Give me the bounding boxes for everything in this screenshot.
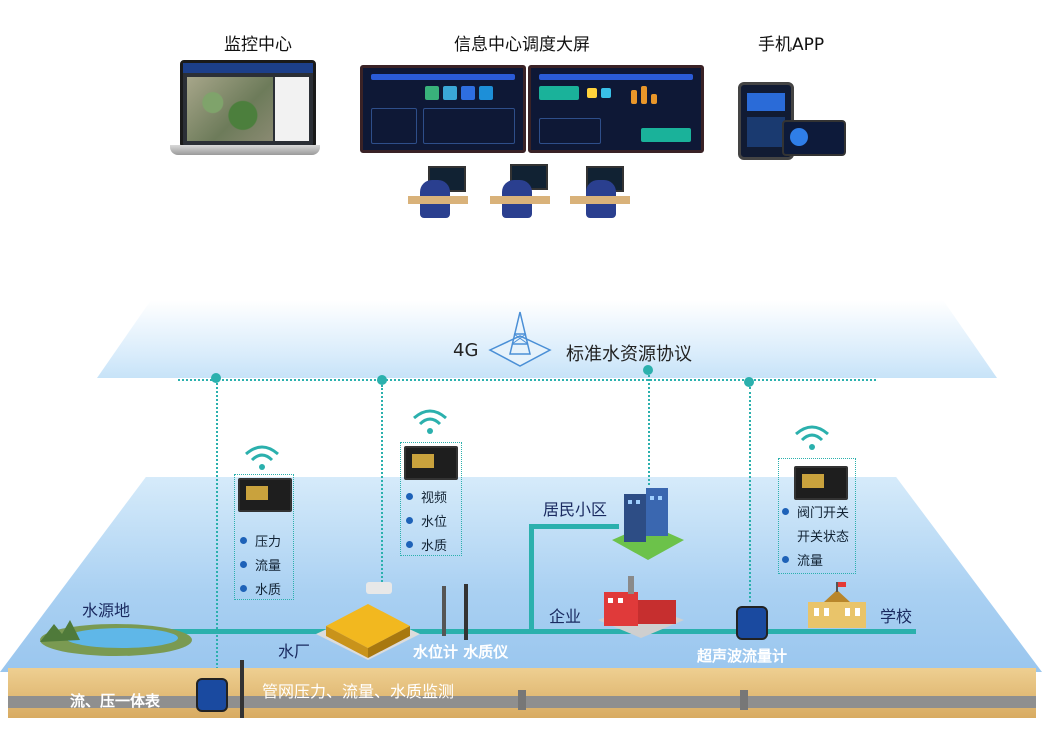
branch-pipeline: [529, 524, 534, 632]
network-layer: [97, 300, 997, 378]
mobile-app-title: 手机APP: [758, 35, 825, 55]
water-plant-label: 水厂: [278, 642, 311, 661]
desk: [570, 196, 630, 204]
main-pipeline: [110, 629, 916, 634]
rtu-device-icon: [404, 446, 458, 480]
list-item: 水质: [240, 576, 281, 600]
ultrasonic-label: 超声波流量计: [697, 647, 788, 665]
integrated-meter-icon: [196, 678, 228, 712]
device-left-list: 压力 流量 水质: [240, 528, 281, 600]
signal-tower-icon: [488, 311, 552, 367]
list-item: 流量: [782, 548, 849, 570]
water-plant-building-icon: [316, 582, 420, 660]
device-right-list: 阀门开关 开关状态 流量: [782, 500, 849, 570]
residential-building-icon: [612, 488, 684, 560]
connector-line: [216, 383, 218, 673]
dispatch-screen-right: [528, 65, 704, 153]
list-item: 流量: [240, 552, 281, 576]
quality-sensor-icon: [464, 584, 468, 640]
device-box-middle: [400, 442, 462, 556]
level-gauge-icon: [442, 586, 446, 636]
list-item: 视频: [406, 484, 447, 508]
device-middle-list: 视频 水位 水质: [406, 484, 447, 556]
list-item: 压力: [240, 528, 281, 552]
integrated-meter-label: 流、压一体表: [70, 692, 161, 710]
connector-line: [381, 385, 383, 585]
pipe-joint: [518, 690, 526, 710]
network-node: [377, 375, 387, 385]
laptop-base: [170, 145, 320, 155]
dispatch-screen-left: [360, 65, 526, 153]
list-item: 水位: [406, 508, 447, 532]
level-quality-label: 水位计 水质仪: [413, 643, 509, 661]
wifi-icon: [413, 409, 447, 434]
wifi-icon: [795, 425, 829, 450]
connector-line: [749, 387, 751, 602]
list-item: 水质: [406, 532, 447, 556]
network-protocol-label: 标准水资源协议: [566, 344, 692, 365]
school-label: 学校: [880, 607, 913, 626]
phone-landscape: [782, 120, 846, 156]
network-bus-line: [178, 379, 876, 381]
ultrasonic-meter-icon: [736, 606, 768, 640]
laptop-screen: [180, 60, 316, 148]
lake-icon: [40, 620, 192, 656]
residential-label: 居民小区: [543, 500, 608, 519]
network-node: [744, 377, 754, 387]
data-panel: [275, 77, 309, 141]
pipe-monitor-label: 管网压力、流量、水质监测: [262, 682, 455, 701]
pipe-joint: [740, 690, 748, 710]
desk: [408, 196, 468, 204]
wifi-icon: [245, 445, 279, 470]
network-node: [211, 373, 221, 383]
monitor-center-title: 监控中心: [224, 35, 292, 55]
list-item: 开关状态: [797, 529, 850, 545]
school-building-icon: [808, 582, 866, 628]
desk: [490, 196, 550, 204]
pipe-sensor-icon: [240, 660, 244, 718]
device-box-right: [778, 458, 856, 574]
map-view: [187, 77, 273, 141]
factory-building-icon: [598, 576, 684, 638]
connector-line: [648, 375, 650, 485]
network-node: [643, 365, 653, 375]
info-center-title: 信息中心调度大屏: [454, 35, 590, 55]
device-box-left: [234, 474, 294, 600]
branch-pipeline: [529, 524, 619, 529]
list-item: 阀门开关: [782, 500, 849, 522]
enterprise-label: 企业: [549, 607, 582, 626]
rtu-device-icon: [794, 466, 848, 500]
network-4g-label: 4G: [453, 340, 479, 361]
rtu-device-icon: [238, 478, 292, 512]
water-source-label: 水源地: [82, 601, 131, 620]
